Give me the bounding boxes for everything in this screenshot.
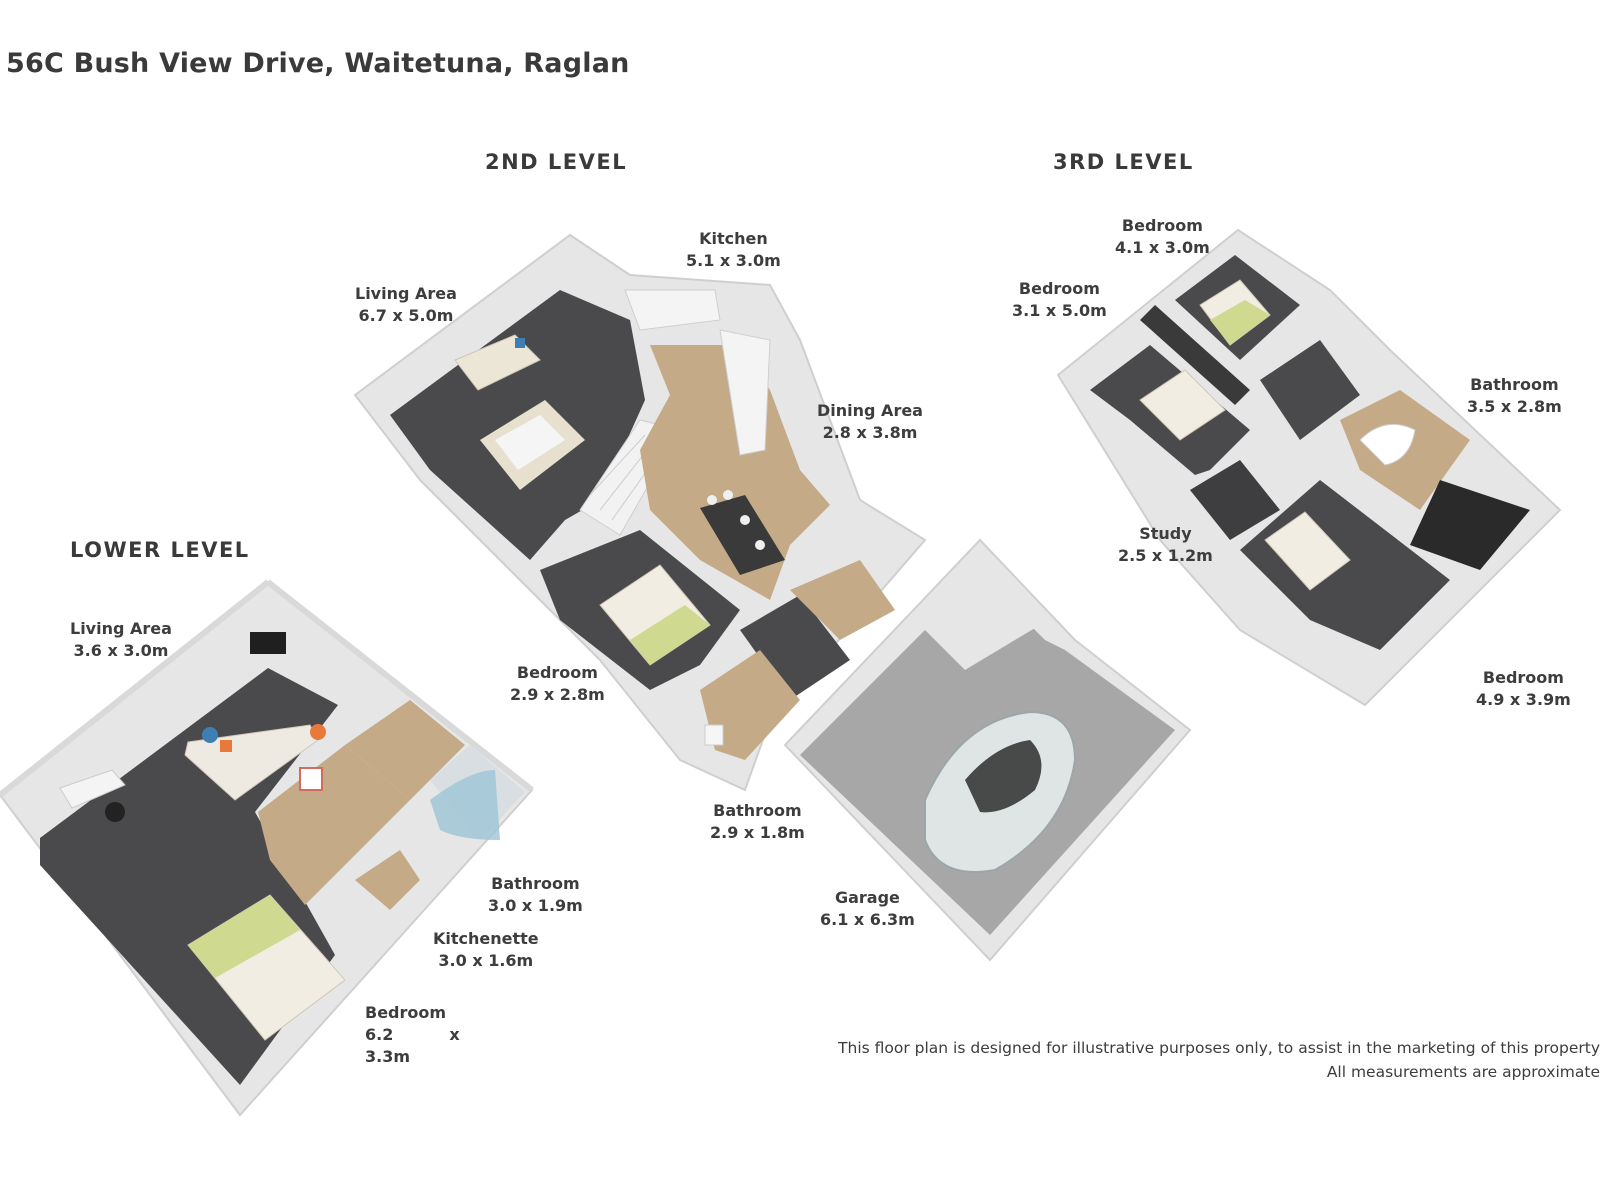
third-level-plan (1056, 228, 1562, 707)
study-label: Study 2.5 x 1.2m (1118, 524, 1213, 565)
lower-living-area-label: Living Area 3.6 x 3.0m (70, 619, 172, 660)
second-level-plan (353, 233, 927, 792)
second-living-area-label: Living Area 6.7 x 5.0m (355, 284, 457, 325)
third-bedroom-3-label: Bedroom 4.9 x 3.9m (1476, 668, 1571, 709)
garage-plan (783, 538, 1192, 962)
second-bathroom-label: Bathroom 2.9 x 1.8m (710, 801, 805, 842)
lower-level-label: LOWER LEVEL (70, 538, 250, 562)
lower-level-plan (0, 579, 534, 1117)
third-bathroom-label: Bathroom 3.5 x 2.8m (1467, 375, 1562, 416)
third-bedroom-2-label: Bedroom 3.1 x 5.0m (1012, 279, 1107, 320)
second-bedroom-label: Bedroom 2.9 x 2.8m (510, 663, 605, 704)
page-title: 56C Bush View Drive, Waitetuna, Raglan (6, 48, 630, 79)
third-bedroom-1-label: Bedroom 4.1 x 3.0m (1115, 216, 1210, 257)
third-level-label: 3RD LEVEL (1053, 150, 1194, 174)
kitchen-label: Kitchen 5.1 x 3.0m (686, 229, 781, 270)
dining-area-label: Dining Area 2.8 x 3.8m (817, 401, 923, 442)
lower-bathroom-label: Bathroom 3.0 x 1.9m (488, 874, 583, 915)
second-level-label: 2ND LEVEL (485, 150, 628, 174)
garage-label: Garage 6.1 x 6.3m (820, 888, 915, 929)
disclaimer: This floor plan is designed for illustra… (838, 1039, 1600, 1081)
lower-kitchenette-label: Kitchenette 3.0 x 1.6m (433, 929, 539, 970)
